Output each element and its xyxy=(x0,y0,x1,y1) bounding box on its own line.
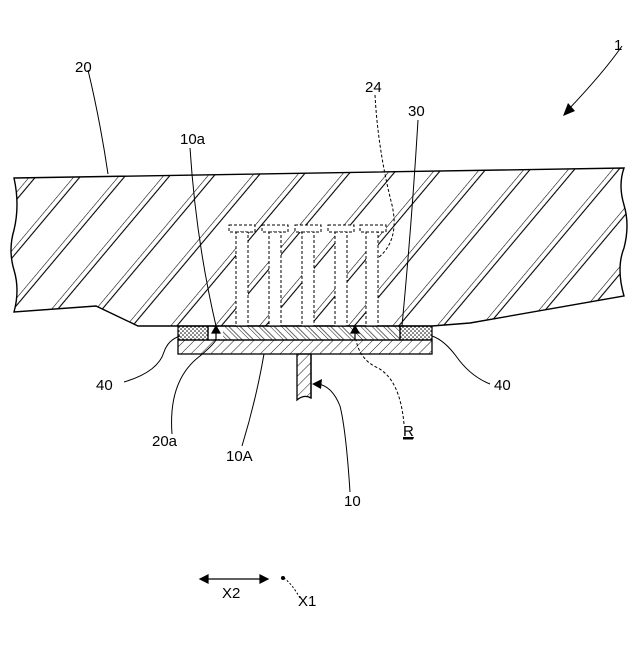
label-assembly: 1 xyxy=(614,37,622,54)
label-surface: 20a xyxy=(152,433,178,450)
label-sub-face: 10a xyxy=(180,131,206,148)
label-seal-left: 40 xyxy=(96,377,113,394)
label-sheet: 30 xyxy=(408,103,425,120)
direction-point-x1 xyxy=(281,576,285,580)
body-section xyxy=(11,168,627,326)
sheet-section xyxy=(208,326,400,340)
plate-section xyxy=(178,340,432,354)
label-dir-x2: X2 xyxy=(222,585,240,602)
label-pins: 24 xyxy=(365,79,382,96)
stem-section xyxy=(297,354,311,400)
direction-arrow-x2 xyxy=(200,575,268,583)
label-dir-x1: X1 xyxy=(298,593,316,610)
arrowhead-part xyxy=(312,379,322,389)
label-part: 10 xyxy=(344,493,361,510)
seal-left xyxy=(178,326,208,340)
seal-right xyxy=(400,326,432,340)
label-seal-right: 40 xyxy=(494,377,511,394)
label-region: R xyxy=(403,423,414,440)
label-body: 20 xyxy=(75,59,92,76)
label-plate: 10A xyxy=(226,448,253,465)
